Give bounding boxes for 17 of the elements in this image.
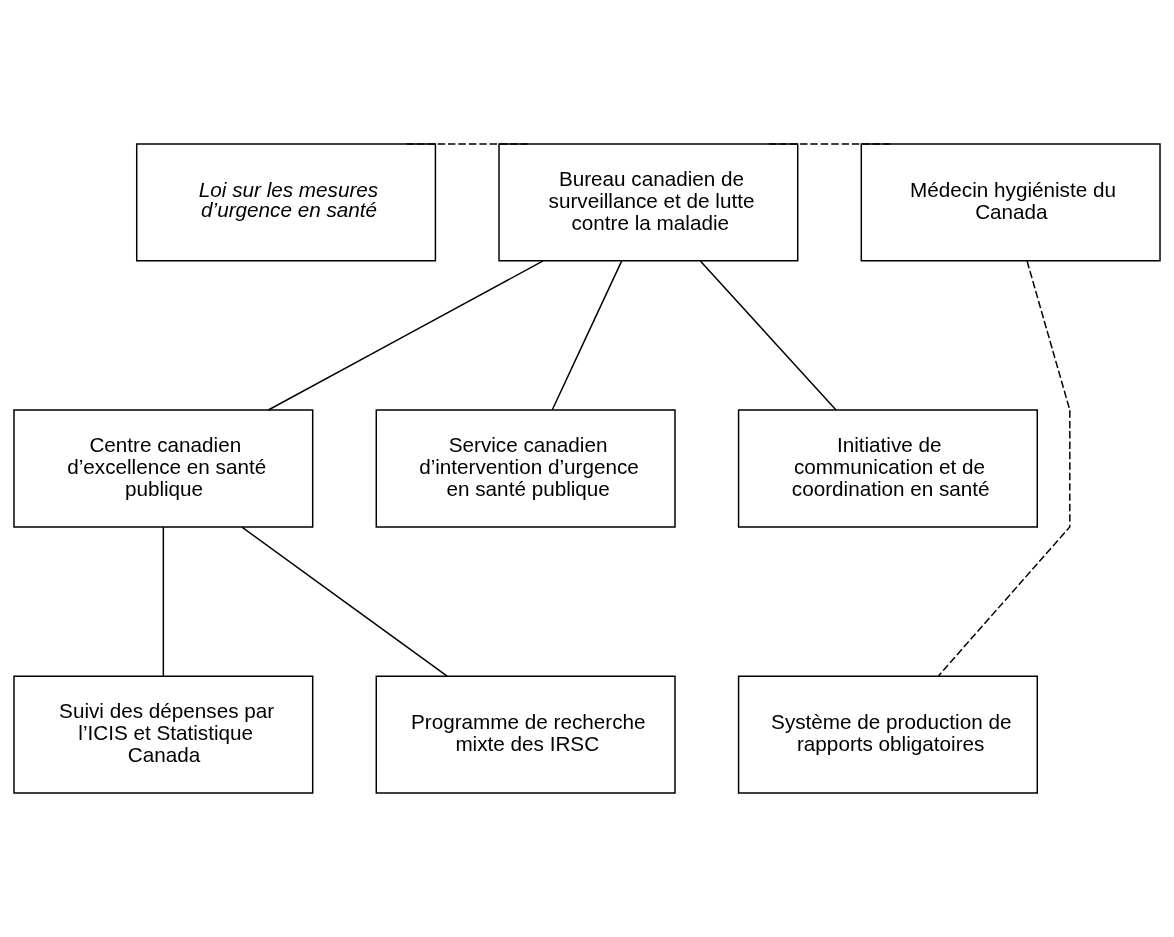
connector bbox=[406, 143, 529, 145]
node-box: Service canadien d’intervention d’urgence en santé publique bbox=[375, 409, 676, 528]
connector bbox=[699, 260, 837, 411]
node-box: Programme de recherche mixte des IRSC bbox=[375, 675, 676, 794]
connector bbox=[551, 260, 623, 411]
node-box: Système de production de rapports obligatoires bbox=[737, 675, 1038, 794]
connector bbox=[267, 260, 544, 411]
connector bbox=[768, 143, 891, 145]
connector bbox=[937, 260, 1071, 677]
connector bbox=[162, 526, 165, 677]
node-box: Centre canadien d’excellence en santé publique bbox=[13, 409, 314, 528]
connector bbox=[241, 526, 448, 677]
node-box: Suivi des dépenses par l’ICIS et Statistique Canada bbox=[13, 675, 314, 794]
node-box: Loi sur les mesures d’urgence en santé bbox=[136, 143, 437, 262]
node-box: Bureau canadien de surveillance et de lutte contre la maladie bbox=[498, 143, 799, 262]
node-box: Initiative de communication et de coordination en santé bbox=[737, 409, 1038, 528]
node-box: Médecin hygiéniste du Canada bbox=[860, 143, 1161, 262]
